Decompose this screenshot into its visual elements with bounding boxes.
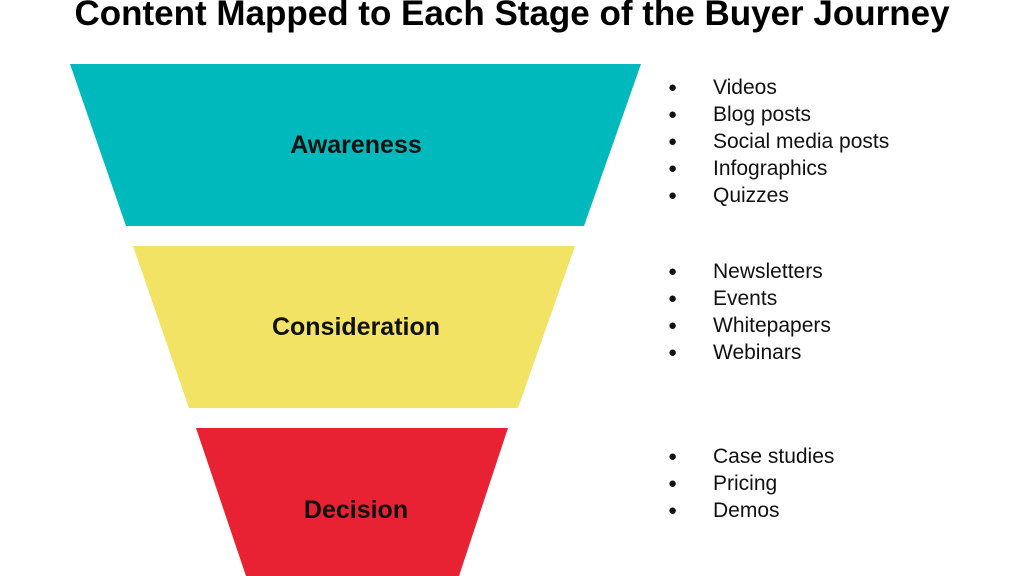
stage-label-decision: Decision — [303, 496, 409, 524]
list-item: Social media posts — [668, 128, 889, 155]
funnel-consideration — [133, 246, 575, 408]
page-title: Content Mapped to Each Stage of the Buye… — [74, 0, 950, 33]
list-item: Videos — [668, 74, 889, 101]
list-item: Quizzes — [668, 182, 889, 209]
list-item: Blog posts — [668, 101, 889, 128]
list-item: Webinars — [668, 339, 831, 366]
consideration-content-list: Newsletters Events Whitepapers Webinars — [668, 258, 831, 366]
list-item: Demos — [668, 497, 834, 524]
list-item: Newsletters — [668, 258, 831, 285]
list-item: Case studies — [668, 443, 834, 470]
awareness-content-list: Videos Blog posts Social media posts Inf… — [668, 74, 889, 209]
list-item: Infographics — [668, 155, 889, 182]
list-item: Pricing — [668, 470, 834, 497]
list-item: Events — [668, 285, 831, 312]
list-item: Whitepapers — [668, 312, 831, 339]
funnel-awareness — [70, 64, 641, 226]
decision-content-list: Case studies Pricing Demos — [668, 443, 834, 524]
stage-label-consideration: Consideration — [271, 313, 441, 341]
funnel-decision — [196, 428, 508, 576]
stage-label-awareness: Awareness — [290, 131, 422, 159]
